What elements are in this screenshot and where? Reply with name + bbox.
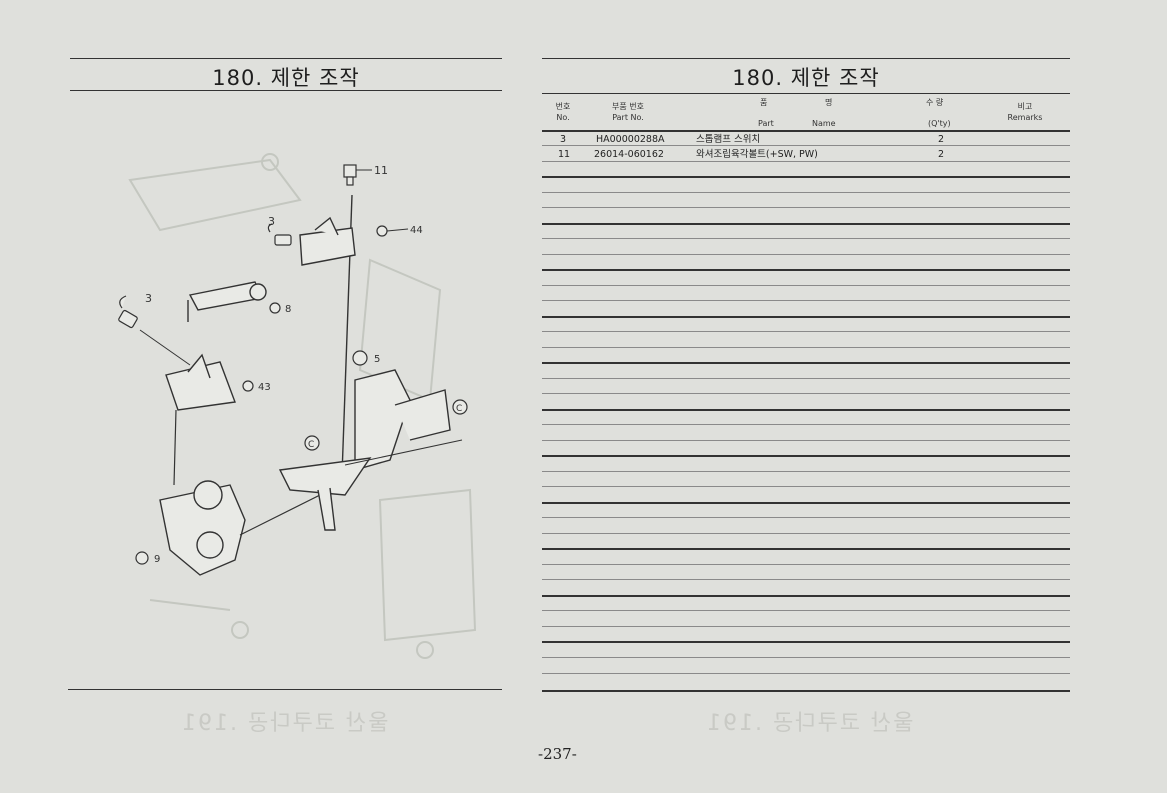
stop-lamp-switch-lower (118, 295, 138, 329)
right-page-title: 180. 제한 조작 (732, 66, 880, 90)
callout-11: 11 (374, 164, 388, 177)
callout-c-left: C (308, 440, 314, 450)
right-page: 180. 제한 조작 번호 No. 부품 번호 Part No. 품 명 Par… (530, 0, 1167, 793)
title-top-rule (542, 58, 1070, 59)
bottom-rule (68, 689, 502, 690)
title-bottom-rule (70, 90, 502, 91)
pedal-assembly (278, 369, 451, 531)
callout-c-right: C (456, 404, 462, 414)
row-1-qty: 2 (938, 134, 945, 145)
row-1-name: 스톱램프 스위치 (696, 134, 761, 145)
callout-9: 9 (154, 554, 160, 565)
faint-background-frame (128, 153, 477, 659)
header-name-en-1: Part (758, 119, 774, 128)
row-2-part-no: 26014-060162 (594, 149, 664, 160)
bolt-11 (343, 164, 357, 186)
bleed-through-text: 울산 코쿠다공 .191 (180, 711, 389, 736)
callout-43: 43 (258, 382, 271, 393)
row-2-no: 11 (558, 149, 571, 160)
callout-3-lower: 3 (145, 292, 152, 305)
header-remarks: 비고 Remarks (1007, 102, 1043, 122)
header-name-ko-2: 명 (825, 98, 833, 107)
stop-lamp-switch-upper (267, 223, 292, 246)
lever-arm (187, 281, 267, 322)
brake-housing (159, 480, 246, 576)
header-part-no: 부품 번호 Part No. (612, 102, 644, 122)
upper-bracket (299, 216, 356, 266)
row-1-part-no: HA00000288A (596, 134, 665, 145)
header-qty-ko: 수 량 (926, 98, 944, 107)
nut-44-icon (376, 225, 388, 237)
title-top-rule (70, 58, 502, 59)
row-2-name: 와셔조립육각볼트(+SW, PW) (696, 149, 818, 160)
bleed-through-text: 울산 코쿠다공 .191 (705, 711, 914, 736)
callout-8: 8 (285, 304, 291, 315)
nut-9-icon (135, 551, 149, 565)
nut-43-icon (242, 380, 254, 392)
callout-5: 5 (374, 354, 380, 365)
switch-bracket (165, 353, 236, 411)
callout-44: 44 (410, 225, 423, 236)
header-no: 번호 No. (555, 102, 571, 122)
parts-diagram: 11 44 3 8 3 (118, 153, 477, 659)
left-page: 180. 제한 조작 11 44 (0, 0, 560, 793)
row-1-no: 3 (560, 134, 567, 145)
header-name-en-2: Name (812, 119, 836, 128)
title-bottom-rule (542, 93, 1070, 94)
row-2-qty: 2 (938, 149, 945, 160)
page-number: -237- (538, 745, 577, 763)
callout-3-upper: 3 (268, 215, 275, 228)
header-qty-en: (Q'ty) (928, 119, 951, 128)
header-name-ko-1: 품 (760, 98, 768, 107)
left-page-title: 180. 제한 조작 (212, 66, 360, 90)
nut-8-icon (269, 302, 281, 314)
